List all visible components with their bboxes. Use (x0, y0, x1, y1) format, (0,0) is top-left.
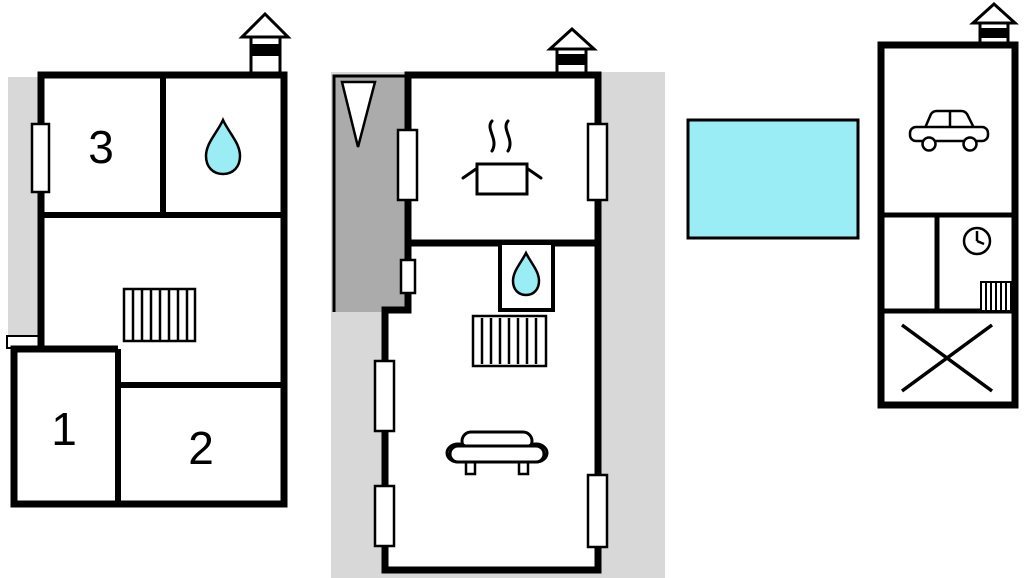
chimney-roof (238, 11, 292, 39)
chimney-band (980, 28, 1008, 38)
sofa-icon (445, 430, 549, 476)
steam (504, 119, 512, 153)
room-3-label: 3 (88, 121, 114, 173)
stairs-steps (480, 318, 538, 364)
clock-icon (962, 226, 992, 256)
cross-line (900, 323, 994, 393)
chimney-band (251, 44, 280, 56)
chimney-icon (238, 11, 292, 75)
window (373, 359, 396, 433)
steam (488, 119, 496, 153)
room-2-label: 2 (188, 422, 214, 474)
terrace-strip (8, 77, 39, 337)
window (396, 128, 419, 202)
stairs-icon (471, 314, 548, 368)
chimney-roof (969, 1, 1019, 25)
water-drop-icon (204, 117, 242, 176)
cross-icon (900, 323, 994, 393)
middle-building (331, 26, 665, 578)
pot-body (475, 162, 529, 196)
window (30, 122, 51, 194)
car-body (908, 125, 990, 143)
window (373, 484, 396, 548)
chimney-band (557, 54, 586, 65)
left-building: 3 1 2 (6, 11, 292, 508)
chimney-roof (546, 26, 598, 51)
car-wheel (921, 136, 937, 152)
storage-wall (332, 74, 408, 312)
clock-hand (976, 239, 985, 246)
stairs-steps (985, 283, 1007, 310)
pot-handle (526, 167, 543, 180)
pot-handle (461, 167, 478, 180)
window (586, 473, 609, 549)
window (586, 122, 609, 202)
chimney-icon (546, 26, 598, 77)
stairs-icon (980, 281, 1012, 312)
chimney-icon (969, 1, 1019, 49)
pool-water (686, 118, 860, 240)
stairs-steps (131, 290, 189, 340)
right-building (877, 1, 1019, 409)
cooking-pot-icon (461, 119, 543, 196)
water-drop-icon (511, 250, 541, 297)
sofa-leg (517, 460, 530, 476)
stairs-icon (122, 287, 197, 343)
window (399, 258, 417, 295)
sofa-leg (464, 460, 477, 476)
car-icon (908, 109, 990, 152)
pool (686, 118, 860, 240)
sofa-seat (448, 444, 546, 464)
room-1-label: 1 (51, 403, 77, 455)
triangle-marker-icon (340, 80, 377, 148)
car-wheel (962, 136, 978, 152)
right-building-outline (877, 41, 1019, 409)
